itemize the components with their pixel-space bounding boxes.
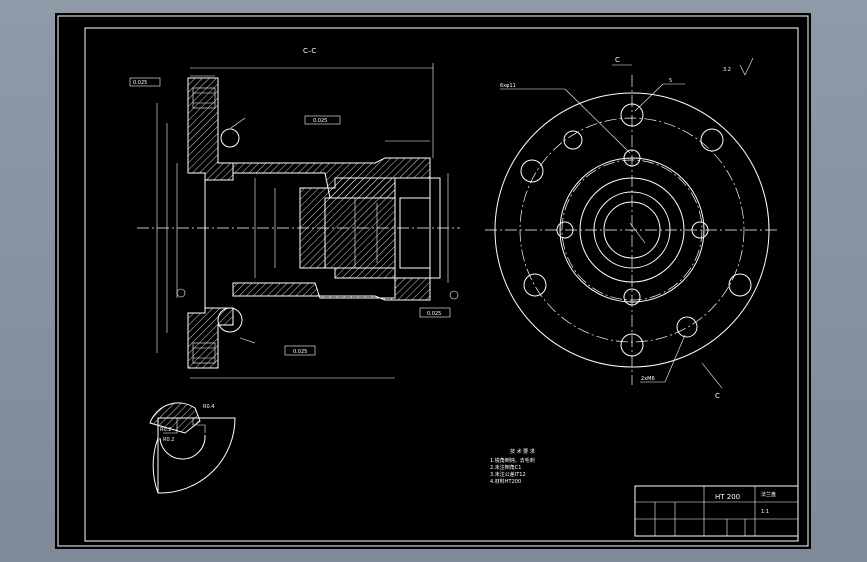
title-material: HT 200 bbox=[715, 493, 740, 501]
title-block: HT 200 法兰盘 1:1 bbox=[634, 485, 799, 537]
inner-border bbox=[84, 27, 799, 542]
chamfer-r3: R0.2 bbox=[163, 437, 174, 443]
tolerance-right-bottom: 0.025 bbox=[427, 311, 441, 317]
end-view: C C bbox=[485, 56, 780, 400]
section-view: C–C bbox=[129, 47, 460, 379]
tolerance-left-bottom: 0.025 bbox=[293, 349, 307, 355]
roughness-icon bbox=[739, 57, 754, 76]
tolerance-left-parallel: 0.025 bbox=[133, 80, 147, 86]
tech-req-line-3: 3.未注公差IT12 bbox=[490, 471, 526, 478]
tech-req-title: 技 术 要 求 bbox=[510, 448, 535, 455]
surface-roughness: 3.2 bbox=[723, 67, 731, 73]
chamfer-r2: R0.2 bbox=[160, 427, 171, 433]
flange-section bbox=[187, 77, 234, 369]
holes-note-bottom: 2xM6 bbox=[641, 376, 655, 382]
title-part-name: 法兰盘 bbox=[761, 491, 776, 498]
detail-view: R0.4 R0.2 R0.2 bbox=[149, 402, 236, 494]
view-label-top: C bbox=[615, 56, 620, 64]
tech-requirements: 技 术 要 求 1.锐角倒钝，去毛刺 2.未注倒角C1 3.未注公差IT12 4… bbox=[490, 448, 535, 485]
bolt-holes-note: 6xφ11 bbox=[500, 83, 516, 89]
drawing-sheet: C–C bbox=[55, 13, 811, 549]
drawing-canvas: C–C bbox=[57, 15, 809, 547]
chamfer-r1: R0.4 bbox=[203, 404, 214, 410]
holes-note-top: 5 bbox=[669, 78, 672, 84]
tolerance-top-mid: 0.025 bbox=[313, 118, 327, 124]
outer-border bbox=[57, 15, 809, 547]
view-label-bottom: C bbox=[715, 392, 720, 400]
hub-bottom-section bbox=[232, 277, 431, 301]
section-title: C–C bbox=[303, 47, 316, 55]
tech-req-line-2: 2.未注倒角C1 bbox=[490, 464, 521, 471]
title-scale: 1:1 bbox=[761, 509, 769, 515]
tech-req-line-1: 1.锐角倒钝，去毛刺 bbox=[490, 457, 535, 464]
tech-req-line-4: 4.材料HT200 bbox=[490, 478, 521, 485]
